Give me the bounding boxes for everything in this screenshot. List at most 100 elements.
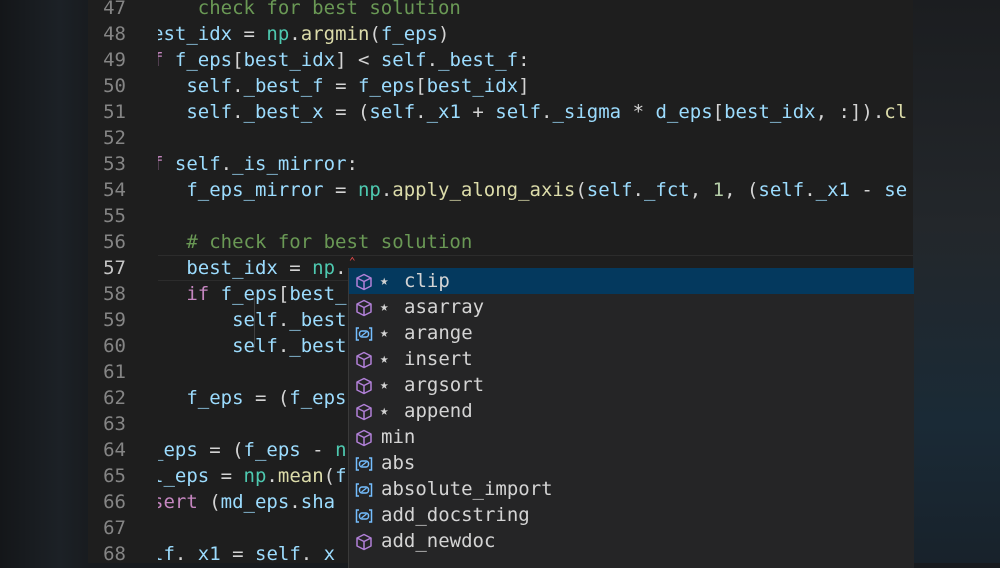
code-token: + bbox=[460, 101, 496, 123]
code-line[interactable]: best_idx = np. bbox=[158, 255, 347, 281]
suggestion-item[interactable]: ★insert bbox=[349, 346, 914, 372]
line-number: 47 bbox=[103, 0, 126, 19]
code-token bbox=[158, 283, 186, 305]
star-icon: ★ bbox=[380, 377, 389, 393]
code-token: _best bbox=[289, 309, 347, 331]
code-line[interactable]: f_eps_mirror = np.apply_along_axis(self.… bbox=[158, 177, 907, 203]
error-squiggle: ⌃ bbox=[349, 255, 356, 268]
line-number: 61 bbox=[103, 361, 126, 383]
star-icon: ★ bbox=[380, 325, 389, 341]
line-number: 62 bbox=[103, 387, 126, 409]
code-token: self bbox=[586, 179, 633, 201]
code-token: sha bbox=[300, 491, 336, 513]
code-line[interactable]: _eps = (f_eps - n bbox=[158, 437, 347, 463]
suggestion-label: add_newdoc bbox=[381, 530, 496, 552]
code-token: _x bbox=[312, 543, 336, 563]
suggestion-item[interactable]: ★argsort bbox=[349, 372, 914, 398]
suggestion-item[interactable]: ★asarray bbox=[349, 294, 914, 320]
code-line[interactable]: self._best bbox=[158, 333, 347, 359]
code-token: cl bbox=[884, 101, 908, 123]
code-line[interactable]: if f_eps[best_ bbox=[158, 281, 346, 307]
code-token: f_eps bbox=[289, 387, 347, 409]
code-token: f_eps bbox=[186, 387, 244, 409]
cube-icon bbox=[355, 350, 373, 369]
code-token: ] < bbox=[335, 49, 381, 71]
code-token: _x1 bbox=[426, 101, 461, 123]
code-token bbox=[158, 179, 186, 201]
code-token bbox=[163, 153, 174, 175]
autocomplete-popup[interactable]: ★clip★asarray★arange★insert★argsort★appe… bbox=[348, 268, 914, 568]
code-line[interactable]: l_eps = np.mean(f bbox=[158, 463, 347, 489]
suggestion-item[interactable]: add_newdoc bbox=[349, 528, 914, 554]
code-line[interactable]: f self._is_mirror: bbox=[158, 151, 358, 177]
code-token: f_eps bbox=[357, 75, 416, 97]
code-token: self bbox=[369, 101, 416, 123]
code-token: _best_x bbox=[243, 101, 324, 123]
code-token: ( bbox=[369, 23, 381, 45]
suggestion-label: min bbox=[381, 426, 416, 448]
line-number: 52 bbox=[103, 127, 126, 149]
code-token: _best bbox=[289, 335, 347, 357]
code-line[interactable]: self._best_x = (self._x1 + self._sigma *… bbox=[158, 99, 907, 125]
code-token: : bbox=[346, 153, 358, 175]
code-line[interactable]: est_idx = np.argmin(f_eps) bbox=[158, 21, 450, 47]
code-token: = ( bbox=[243, 387, 290, 409]
code-token: best_idx bbox=[243, 49, 336, 71]
suggestion-item[interactable]: add_docstring bbox=[349, 502, 914, 528]
code-token: [ bbox=[232, 49, 244, 71]
line-number: 53 bbox=[103, 153, 126, 175]
star-icon: ★ bbox=[380, 273, 389, 289]
code-token: : bbox=[518, 49, 530, 71]
code-line[interactable]: self._best bbox=[158, 307, 347, 333]
code-line[interactable]: f_eps = (f_eps bbox=[158, 385, 347, 411]
code-line[interactable]: sert (md_eps.sha bbox=[158, 489, 335, 515]
code-token: _best_f bbox=[438, 49, 519, 71]
code-line[interactable]: check for best solution bbox=[158, 0, 461, 21]
suggestion-label: absolute_import bbox=[381, 478, 553, 500]
code-token: . bbox=[804, 179, 816, 201]
suggestion-item[interactable]: abs bbox=[349, 450, 914, 476]
code-token: lf bbox=[158, 543, 175, 563]
code-token: - bbox=[300, 439, 336, 461]
line-number: 51 bbox=[103, 101, 126, 123]
suggestion-item[interactable]: min bbox=[349, 424, 914, 450]
code-token bbox=[209, 283, 220, 305]
code-token: # check for best solution bbox=[186, 231, 473, 253]
code-token: . bbox=[277, 335, 290, 357]
code-token: . bbox=[266, 465, 278, 487]
code-token: . bbox=[335, 257, 347, 279]
code-line[interactable]: # check for best solution bbox=[158, 229, 472, 255]
suggestion-item[interactable]: ★arange bbox=[349, 320, 914, 346]
line-number: 55 bbox=[103, 205, 126, 227]
code-token: np bbox=[312, 257, 336, 279]
code-token: np bbox=[357, 179, 381, 201]
code-line[interactable]: f f_eps[best_idx] < self._best_f: bbox=[158, 47, 530, 73]
code-line[interactable]: self._best_f = f_eps[best_idx] bbox=[158, 73, 529, 99]
code-token: ) bbox=[438, 23, 450, 45]
code-token bbox=[158, 387, 186, 409]
line-number: 63 bbox=[103, 413, 126, 435]
cube-icon bbox=[355, 428, 373, 447]
code-token: . bbox=[300, 543, 313, 563]
code-token: d_eps bbox=[655, 101, 713, 123]
suggestion-item[interactable]: absolute_import bbox=[349, 476, 914, 502]
code-token: self bbox=[186, 101, 233, 123]
variable-icon bbox=[355, 324, 373, 342]
code-token: = bbox=[209, 465, 244, 487]
cube-icon bbox=[355, 272, 373, 291]
code-token bbox=[158, 101, 186, 123]
code-token: best_idx bbox=[426, 75, 519, 97]
cube-icon bbox=[355, 376, 373, 395]
suggestion-item[interactable]: ★clip bbox=[349, 268, 914, 294]
code-token: self bbox=[255, 543, 301, 563]
suggestion-item[interactable]: ★ append bbox=[349, 398, 914, 424]
code-line[interactable]: lf._x1 = self._x bbox=[158, 541, 335, 563]
line-number: 64 bbox=[103, 439, 126, 461]
code-token: n bbox=[335, 439, 347, 461]
star-icon: ★ bbox=[380, 403, 389, 419]
code-token: self bbox=[186, 75, 233, 97]
code-token: f_eps bbox=[380, 23, 439, 45]
suggestion-label: append bbox=[404, 400, 473, 422]
code-token: - bbox=[849, 179, 885, 201]
